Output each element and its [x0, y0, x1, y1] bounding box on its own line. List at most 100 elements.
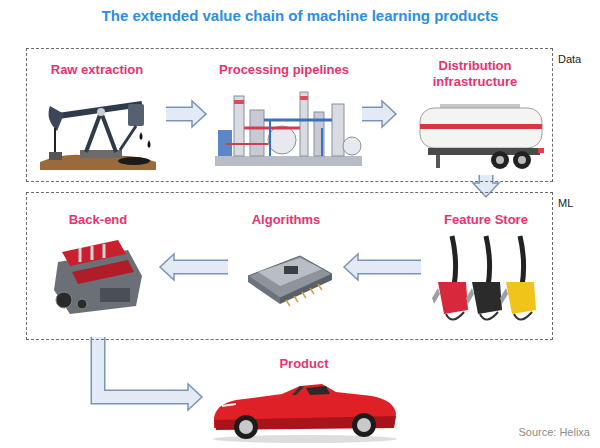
arrow-seam [173, 261, 178, 273]
block-arrow [362, 101, 396, 127]
block-arrow [344, 254, 421, 280]
arrow-head [473, 183, 499, 197]
refinery-illustration-part [215, 156, 362, 166]
dashed-region: MLFeature StoreAlgorithmsBack-end [26, 192, 553, 340]
refinery-illustration-part [300, 96, 308, 100]
arrow-head [382, 101, 396, 127]
control-unit-illustration-part [258, 258, 322, 286]
arrow-shaft-outline [358, 260, 421, 275]
oil-pump-illustration-part [148, 140, 151, 148]
stage-label: Processing pipelines [210, 62, 358, 78]
engine-illustration-part [77, 299, 87, 309]
sports-car-illustration [213, 384, 397, 443]
control-unit-illustration-part [248, 256, 332, 298]
region-label: Data [558, 53, 581, 65]
arrow-head [192, 101, 206, 127]
tanker-trailer-illustration-part [491, 151, 509, 169]
oil-pump-illustration-part [86, 112, 116, 152]
arrow-shaft [98, 337, 188, 397]
oil-pump-illustration-part [49, 106, 64, 131]
stage-label: Distribution infrastructure [400, 58, 550, 90]
sports-car-illustration-part [306, 386, 330, 395]
arrow-seam [189, 108, 194, 120]
arrow-shaft [166, 108, 192, 120]
sports-car-illustration-part [357, 418, 371, 432]
oil-pump-illustration-part [97, 108, 105, 116]
arrow-head [344, 254, 358, 280]
refinery-illustration [215, 92, 362, 166]
refinery-illustration-part [244, 127, 300, 130]
arrow-seam [480, 180, 492, 185]
sports-car-illustration-part [222, 404, 236, 406]
engine-illustration [54, 240, 142, 314]
refinery-illustration-part [300, 92, 308, 156]
arrow-seam [379, 108, 384, 120]
control-unit-illustration-part [284, 266, 298, 274]
tanker-trailer-illustration-part [420, 108, 542, 148]
stage-node: Algorithms [232, 200, 340, 334]
fuel-nozzles-illustration-part [432, 288, 440, 304]
tanker-trailer-illustration-part [496, 156, 504, 164]
block-arrow [98, 337, 202, 410]
arrow-shaft-outline [174, 260, 228, 275]
fuel-nozzles-illustration-part [506, 282, 536, 314]
tanker-trailer-illustration-part [420, 124, 542, 129]
stage-label: Product [206, 356, 402, 372]
control-unit-illustration-part [248, 276, 280, 304]
refinery-illustration-part [343, 137, 361, 155]
stage-node: Processing pipelines [210, 56, 358, 172]
sports-car-illustration-part [352, 413, 376, 437]
tanker-trailer-illustration-part [538, 148, 544, 153]
stage-label: Algorithms [232, 212, 340, 228]
engine-illustration-part [56, 292, 72, 308]
block-arrow [473, 175, 499, 197]
stage-label: Back-end [40, 212, 156, 228]
oil-pump-illustration [40, 104, 156, 170]
stage-node: Product [206, 352, 402, 442]
oil-pump-illustration-part [54, 128, 56, 156]
sports-car-illustration-part [239, 420, 253, 434]
arrow-head [188, 384, 202, 410]
oil-pump-illustration-part [128, 104, 144, 126]
tanker-trailer-illustration-part [513, 151, 531, 169]
diagram-title: The extended value chain of machine lear… [0, 7, 600, 24]
refinery-illustration-part [332, 104, 344, 156]
fuel-nozzles-illustration-part [438, 282, 468, 314]
fuel-nozzles-illustration [432, 236, 536, 320]
arrow-shaft-outline [98, 337, 188, 397]
tanker-trailer-illustration-part [436, 155, 440, 168]
oil-pump-illustration-part [49, 152, 62, 160]
arrow-head [160, 254, 174, 280]
stage-label: Feature Store [425, 212, 547, 228]
dashed-region: DataRaw extractionProcessing pipelinesDi… [26, 48, 553, 182]
fuel-nozzles-illustration-part [446, 312, 464, 320]
oil-pump-illustration-part [120, 126, 136, 150]
control-unit-illustration-part [280, 274, 332, 304]
sports-car-illustration-part [234, 415, 258, 439]
fuel-nozzles-illustration-part [486, 236, 490, 286]
refinery-illustration-part [226, 143, 268, 145]
fuel-nozzles-illustration-part [480, 312, 498, 320]
source-note: Source: Helixa [518, 426, 590, 438]
refinery-illustration-part [250, 110, 264, 156]
stage-label: Raw extraction [32, 62, 162, 78]
arrow-shaft-outline [166, 107, 192, 122]
engine-illustration-part [62, 240, 126, 266]
refinery-illustration-part [268, 126, 296, 154]
refinery-illustration-part [234, 100, 244, 104]
fuel-nozzles-illustration-part [452, 236, 456, 286]
fuel-nozzles-illustration-part [466, 288, 474, 304]
tanker-trailer-illustration-part [440, 104, 520, 108]
engine-illustration-part [100, 288, 130, 302]
stage-node: Feature Store [425, 200, 547, 334]
engine-illustration-part [72, 260, 134, 284]
oil-pump-illustration-part [118, 157, 150, 165]
stage-node: Back-end [40, 200, 156, 334]
tanker-trailer-illustration-part [518, 156, 526, 164]
fuel-nozzles-illustration-part [514, 312, 532, 320]
fuel-nozzles-illustration-part [520, 236, 524, 286]
fuel-nozzles-illustration-part [500, 288, 508, 304]
block-arrow [166, 101, 206, 127]
engine-illustration-part [80, 244, 104, 262]
